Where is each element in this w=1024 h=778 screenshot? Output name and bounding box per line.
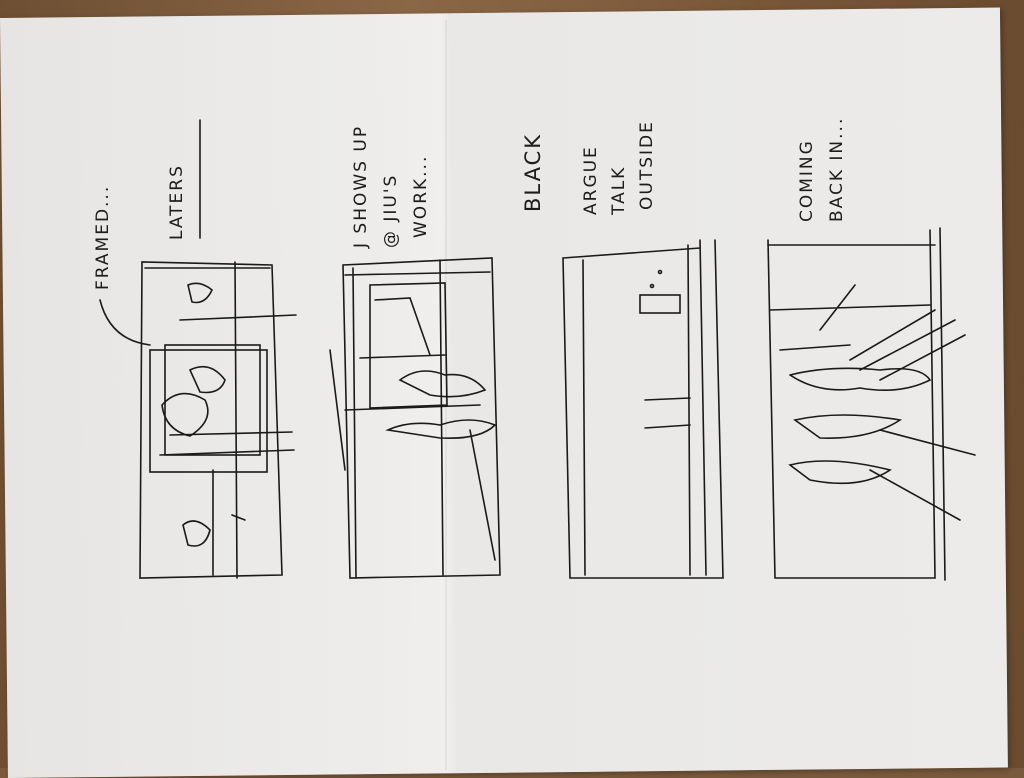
frame-3 (562, 239, 724, 579)
frame-1 (139, 261, 297, 579)
paper-fold (445, 20, 447, 770)
frame-2 (329, 257, 501, 579)
frame-4 (767, 227, 976, 581)
arrow-line (99, 299, 151, 346)
